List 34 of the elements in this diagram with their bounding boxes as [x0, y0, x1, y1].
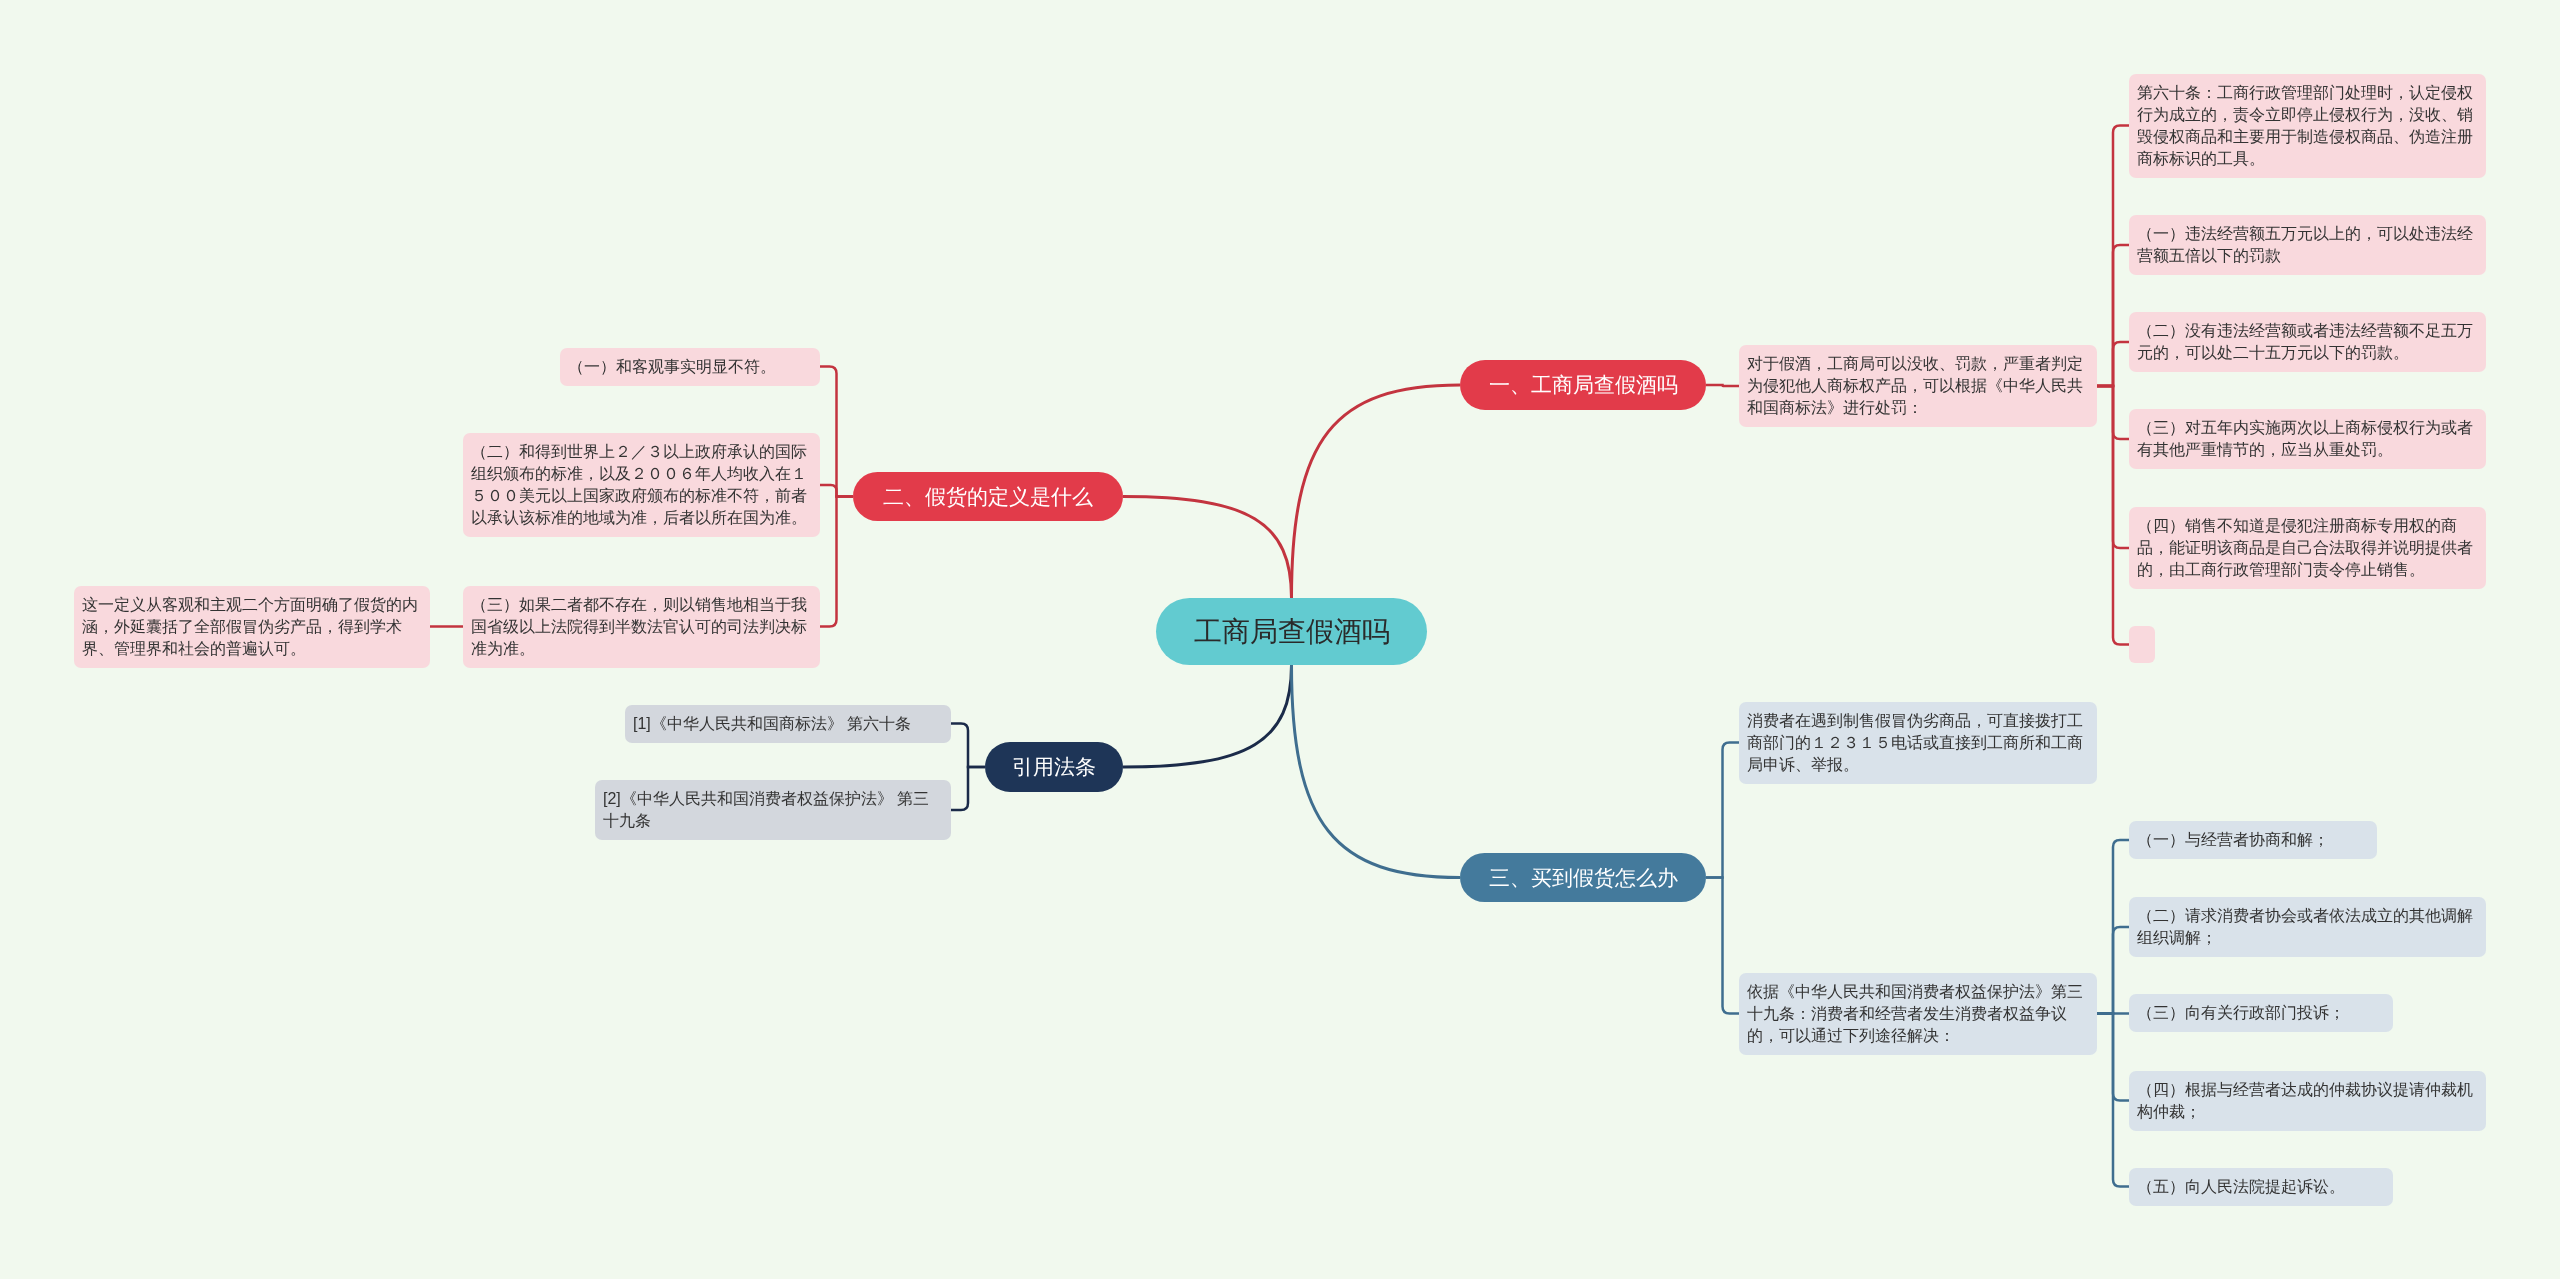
connector-line [1122, 495, 1293, 599]
topic-pill: 引用法条 [985, 742, 1123, 792]
text-box: （三）如果二者都不存在，则以销售地相当于我国省级以上法院得到半数法官认可的司法判决标准为准。 [463, 585, 820, 668]
text-box: （三）向有关行政部门投诉； [2129, 994, 2393, 1032]
text-box: （四）根据与经营者达成的仲裁协议提请仲裁机构仲裁； [2129, 1070, 2486, 1131]
text-box: 对于假酒，工商局可以没收、罚款，严重者判定为侵犯他人商标权产品，可以根据《中华人民共和国商标法》进行处罚： [1739, 345, 2097, 427]
text-box: （五）向人民法院提起诉讼。 [2129, 1167, 2393, 1206]
text-box: （二）没有违法经营额或者违法经营额不足五万元的，可以处二十五万元以下的罚款。 [2129, 312, 2486, 372]
text-box: （二）和得到世界上２／３以上政府承认的国际组织颁布的标准，以及２００６年人均收入在１５００美元以上国家政府颁布的标准不符，前者以承认该标准的地域为准，后者以所在国为准。 [463, 433, 820, 537]
connector-line [2097, 384, 2129, 646]
topic-pill: 二、假货的定义是什么 [853, 472, 1123, 521]
central-topic: 工商局查假酒吗 [1156, 598, 1427, 665]
connector-line [820, 495, 853, 628]
citation-box: [2]《中华人民共和国消费者权益保护法》 第三十九条 [595, 780, 951, 840]
connector-line [430, 625, 463, 628]
text-box: （一）违法经营额五万元以上的，可以处违法经营额五倍以下的罚款 [2129, 215, 2486, 275]
connector-line [951, 765, 985, 812]
text-box: 消费者在遇到制售假冒伪劣商品，可直接拨打工商部门的１２３１５电话或直接到工商所和工商局申诉、举报。 [1739, 701, 2097, 784]
connector-line [1706, 383, 1739, 388]
connector-line [2097, 1012, 2129, 1188]
citation-box: [1]《中华人民共和国商标法》 第六十条 [625, 704, 951, 743]
text-box: （四）销售不知道是侵犯注册商标专用权的商品，能证明该商品是自己合法取得并说明提供者的，由工商行政管理部门责令停止销售。 [2129, 507, 2486, 589]
topic-pill: 三、买到假货怎么办 [1460, 853, 1706, 902]
text-box: （三）对五年内实施两次以上商标侵权行为或者有其他严重情节的，应当从重处罚。 [2129, 409, 2486, 469]
text-box: 第六十条：工商行政管理部门处理时，认定侵权行为成立的，责令立即停止侵权行为，没收、销毁侵权商品和主要用于制造侵权商品、伪造注册商标标识的工具。 [2129, 73, 2486, 178]
text-box: （一）与经营者协商和解； [2129, 821, 2377, 859]
text-box: （二）请求消费者协会或者依法成立的其他调解组织调解； [2129, 897, 2486, 957]
topic-pill: 一、工商局查假酒吗 [1460, 360, 1706, 410]
connector-line [1290, 664, 1461, 879]
empty-box [2129, 626, 2155, 663]
text-box: 这一定义从客观和主观二个方面明确了假货的内涵，外延囊括了全部假冒伪劣产品，得到学术界、管理界和社会的普遍认可。 [74, 585, 430, 668]
text-box: 依据《中华人民共和国消费者权益保护法》第三十九条：消费者和经营者发生消费者权益争议的，可以通过下列途径解决： [1739, 972, 2097, 1055]
connector-line [1706, 876, 1739, 1015]
text-box: （一）和客观事实明显不符。 [560, 347, 820, 386]
